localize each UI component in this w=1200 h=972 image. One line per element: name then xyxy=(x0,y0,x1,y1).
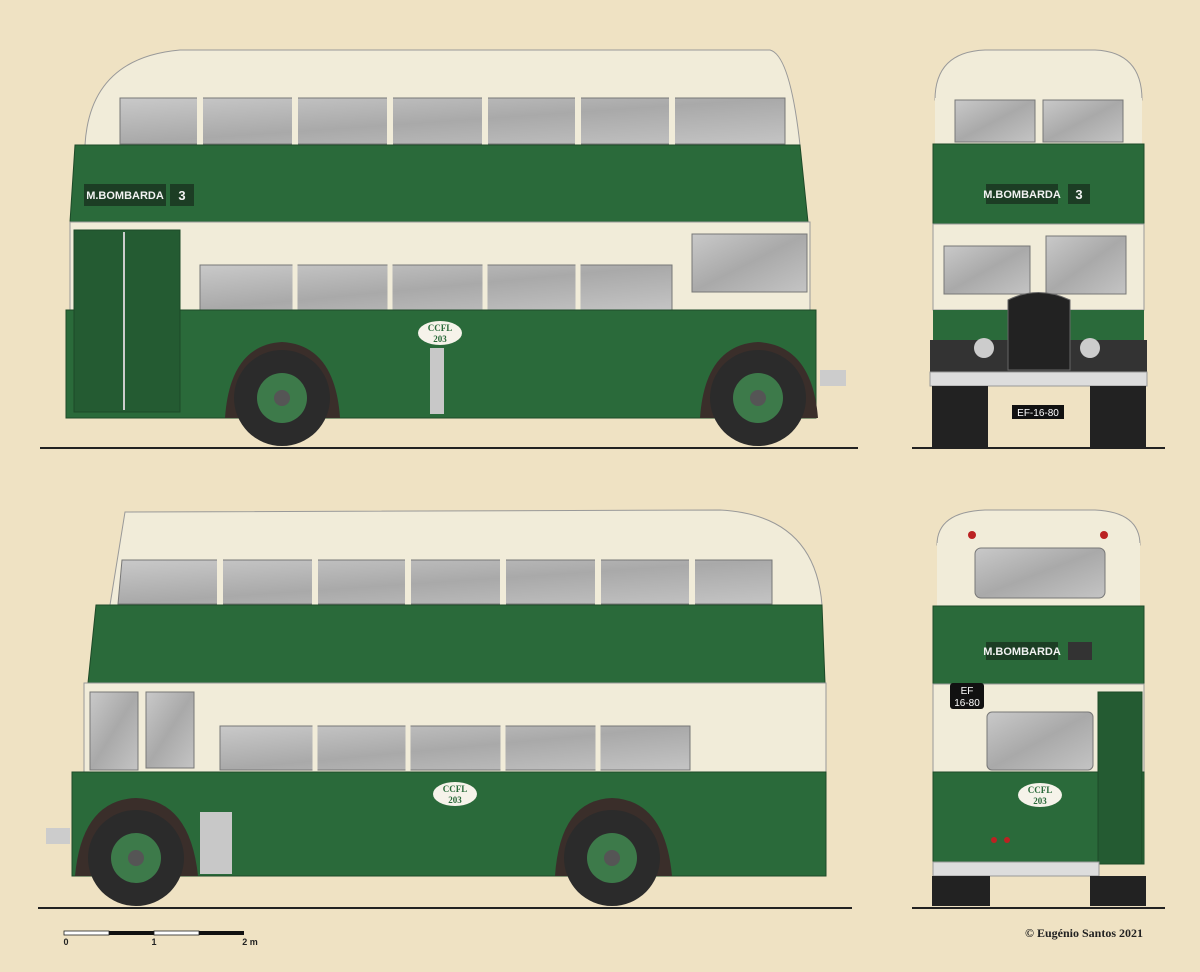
route-number: 3 xyxy=(178,188,185,203)
wheel xyxy=(710,350,806,446)
wheel xyxy=(234,350,330,446)
wheel xyxy=(88,810,184,906)
license-plate-rear-line1: EF xyxy=(961,686,974,697)
rear-view: M.BOMBARDA EF 16-80 CCFL 203 xyxy=(912,509,1165,909)
fleet-logo-rear: CCFL xyxy=(1028,785,1053,795)
wheel xyxy=(564,810,660,906)
fleet-number: 203 xyxy=(433,334,447,344)
fleet-logo-nearside: CCFL xyxy=(443,784,468,794)
side-view-nearside: CCFL 203 xyxy=(38,509,852,909)
fleet-number-rear: 203 xyxy=(1033,796,1047,806)
scale-bar: 0 1 2 m xyxy=(63,930,258,947)
license-plate-rear-line2: 16-80 xyxy=(954,698,980,709)
scale-label-2: 2 m xyxy=(242,937,258,947)
route-number-front: 3 xyxy=(1075,187,1082,202)
destination-sign-front: M.BOMBARDA xyxy=(983,189,1061,201)
artist-credit: © Eugénio Santos 2021 xyxy=(1025,926,1143,940)
destination-sign: M.BOMBARDA xyxy=(86,190,164,202)
scale-label-0: 0 xyxy=(63,937,68,947)
fleet-number-nearside: 203 xyxy=(448,795,462,805)
scale-label-1: 1 xyxy=(151,937,156,947)
side-view-offside: M.BOMBARDA 3 CCFL 203 xyxy=(40,49,858,449)
destination-sign-rear: M.BOMBARDA xyxy=(983,646,1061,658)
fleet-logo: CCFL xyxy=(428,323,453,333)
license-plate-front: EF-16-80 xyxy=(1017,408,1059,419)
front-view: M.BOMBARDA 3 EF-16-80 xyxy=(912,49,1165,449)
